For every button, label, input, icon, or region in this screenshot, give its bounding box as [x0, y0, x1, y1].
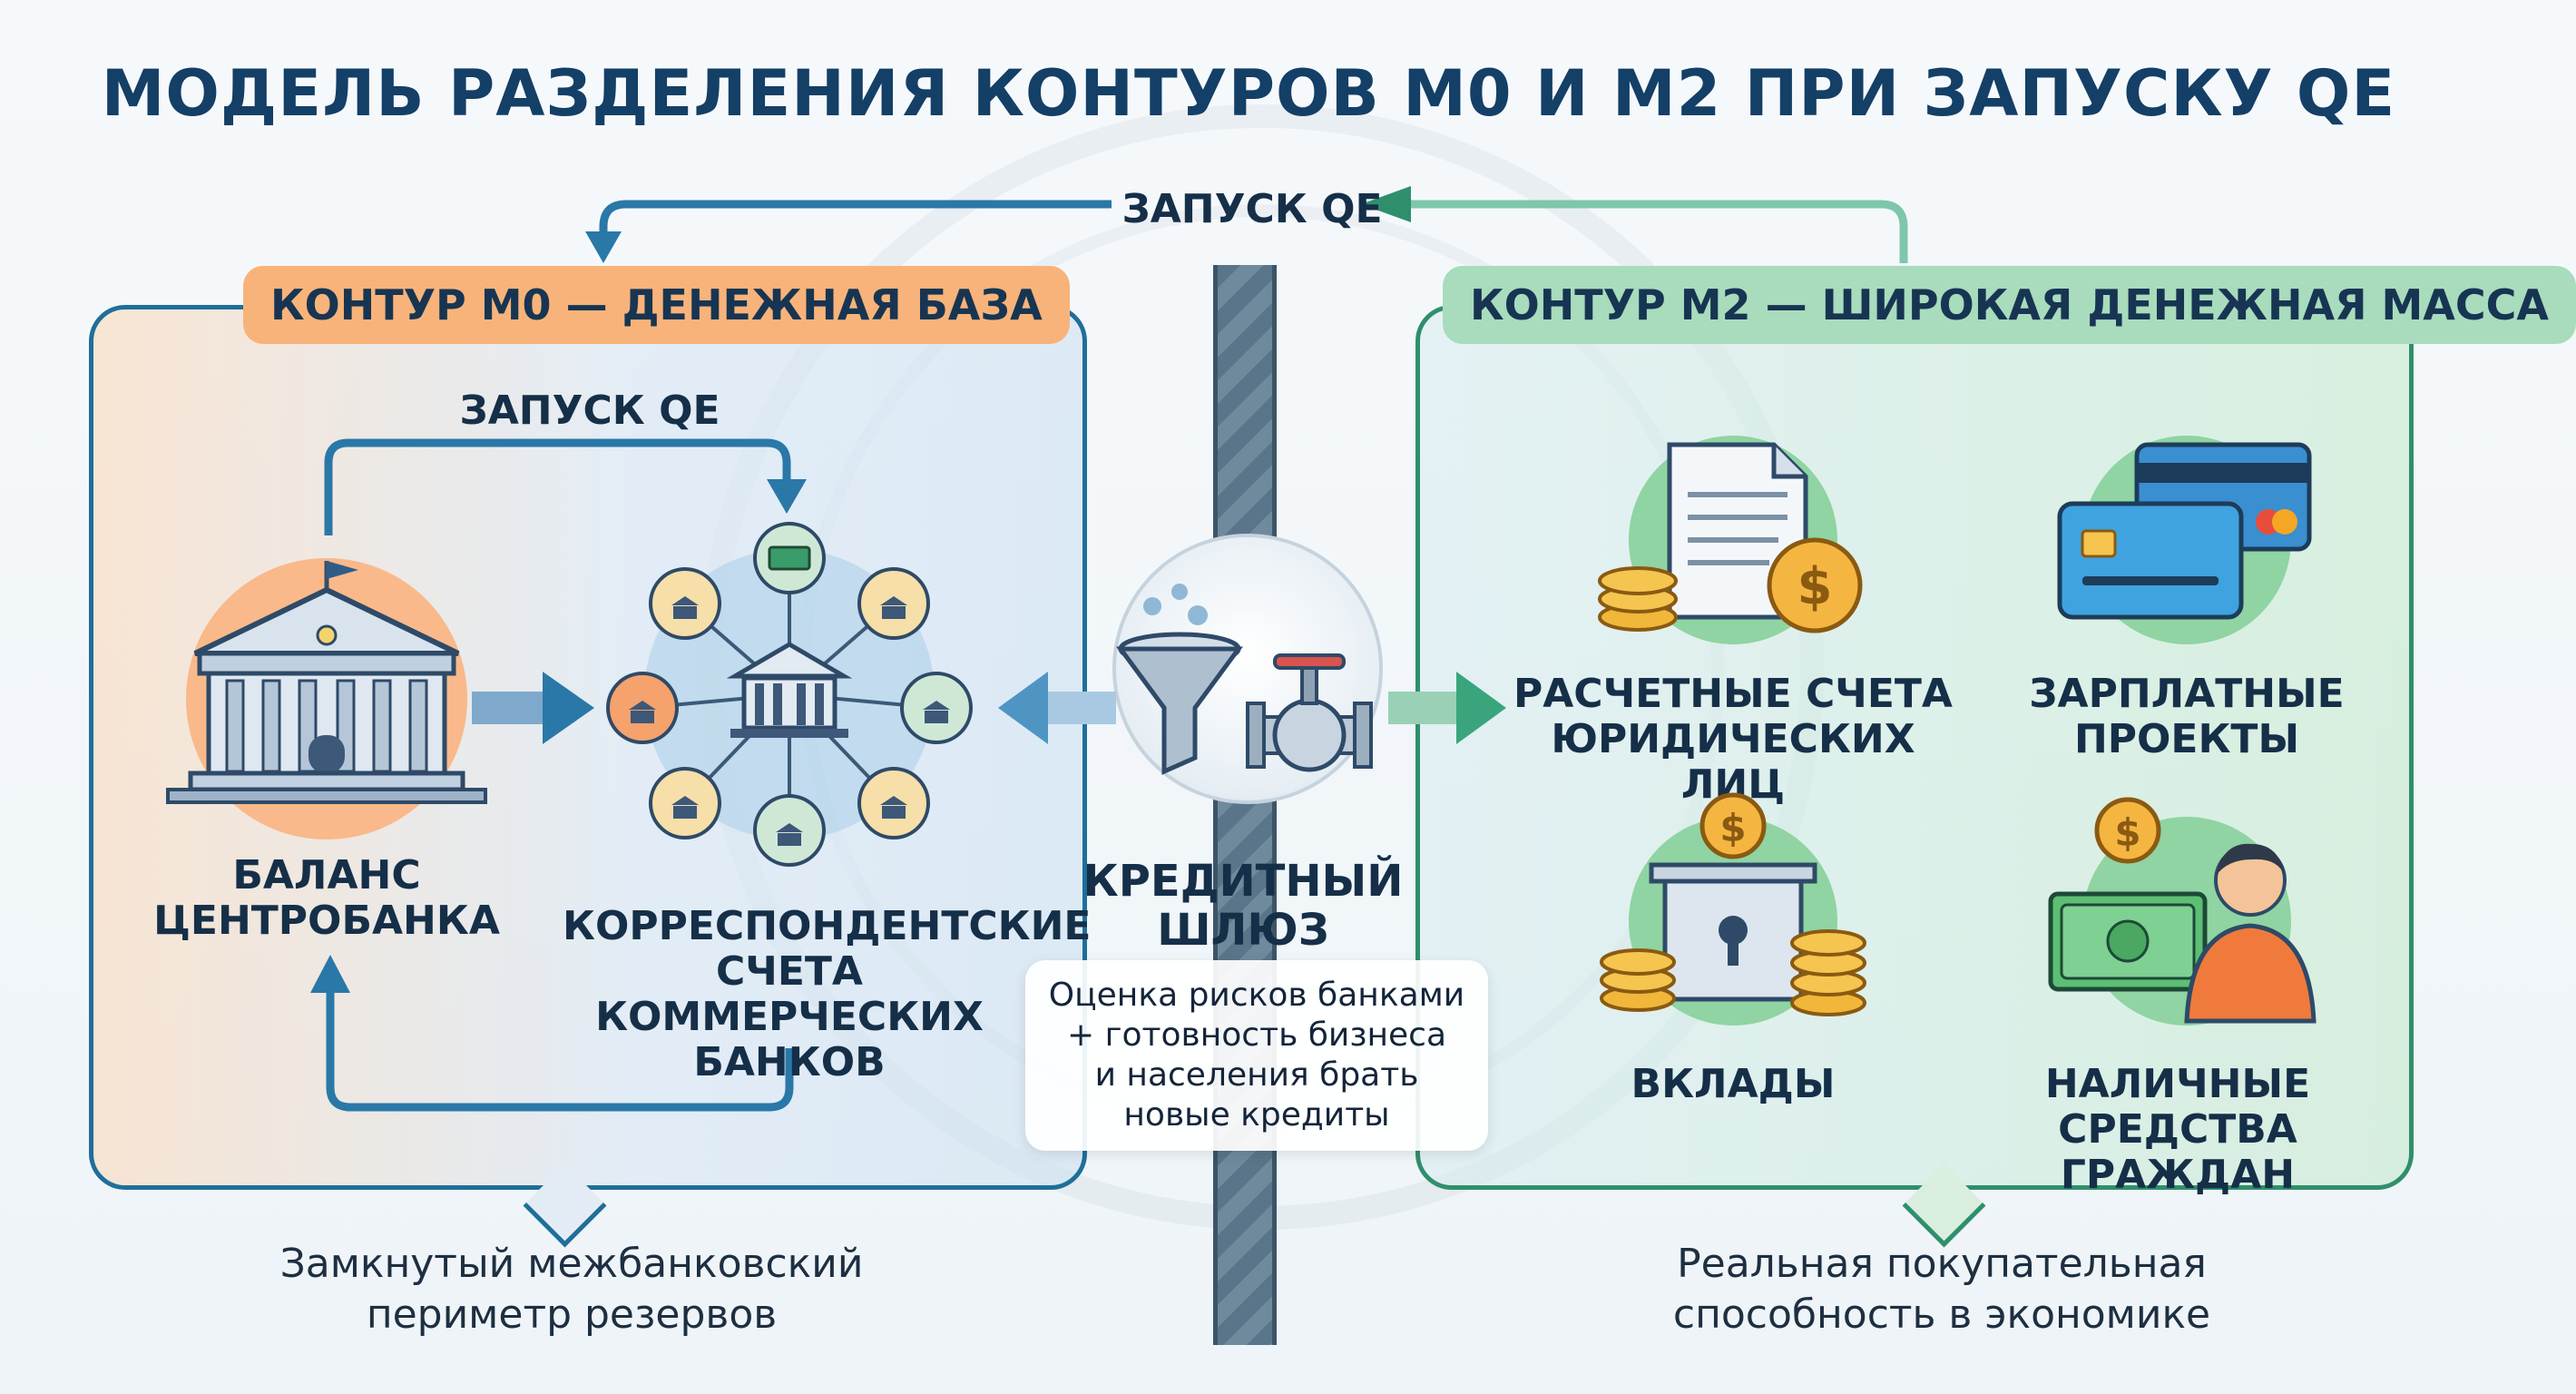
m2-item-cash-label: НАЛИЧНЫЕ СРЕДСТВА ГРАЖДАН [2044, 1061, 2311, 1198]
m2-item-corporate-accounts-label: РАСЧЕТНЫЕ СЧЕТА ЮРИДИЧЕСКИХ ЛИЦ [1513, 671, 1953, 808]
cash-person-icon: $ [2048, 797, 2316, 1026]
svg-text:$: $ [1797, 557, 1833, 616]
central-node-bank-icon [726, 642, 853, 738]
separator-pillar [1213, 265, 1277, 1345]
cb-to-accounts-arrow [472, 672, 594, 744]
correspondent-accounts-label: КОРРЕСПОНДЕНТСКИЕ СЧЕТА КОММЕРЧЕСКИХ БАН… [563, 903, 1092, 1085]
central-bank-icon [166, 558, 487, 839]
m0-qe-label: ЗАПУСК QE [459, 388, 720, 434]
credit-gateway-label: КРЕДИТНЫЙ ШЛЮЗ [1082, 856, 1404, 956]
top-qe-arrow [585, 186, 1908, 263]
m2-caption: Реальная покупательная способность в эко… [1672, 1241, 2211, 1338]
safe-coins-icon: $ [1600, 792, 1866, 1026]
funnel-valve-icon [1116, 584, 1373, 775]
gateway-side-arrows [998, 672, 1506, 744]
gateway-note: Оценка рисков банками + готовность бизне… [1025, 960, 1488, 1151]
document-coins-icon: $ [1598, 436, 1863, 644]
page-title: МОДЕЛЬ РАЗДЕЛЕНИЯ КОНТУРОВ М0 И М2 ПРИ З… [101, 56, 2396, 131]
correspondent-accounts-network [606, 522, 973, 867]
svg-text:$: $ [1719, 806, 1746, 850]
bank-cards-icon [2057, 436, 2312, 644]
m2-item-salary-projects-label: ЗАРПЛАТНЫЕ ПРОЕКТЫ [2029, 671, 2345, 762]
m2-item-deposits-label: ВКЛАДЫ [1631, 1061, 1836, 1107]
svg-text:$: $ [2114, 810, 2140, 855]
m0-tag: КОНТУР М0 — ДЕНЕЖНАЯ БАЗА [243, 266, 1070, 344]
m2-tag: КОНТУР М2 — ШИРОКАЯ ДЕНЕЖНАЯ МАССА [1443, 266, 2576, 344]
m0-qe-loop-arrow [310, 438, 807, 1112]
m0-caption: Замкнутый межбанковский периметр резерво… [279, 1241, 864, 1338]
top-qe-label: ЗАПУСК QE [1121, 186, 1383, 232]
central-bank-label: БАЛАНС ЦЕНТРОБАНКА [153, 852, 500, 944]
